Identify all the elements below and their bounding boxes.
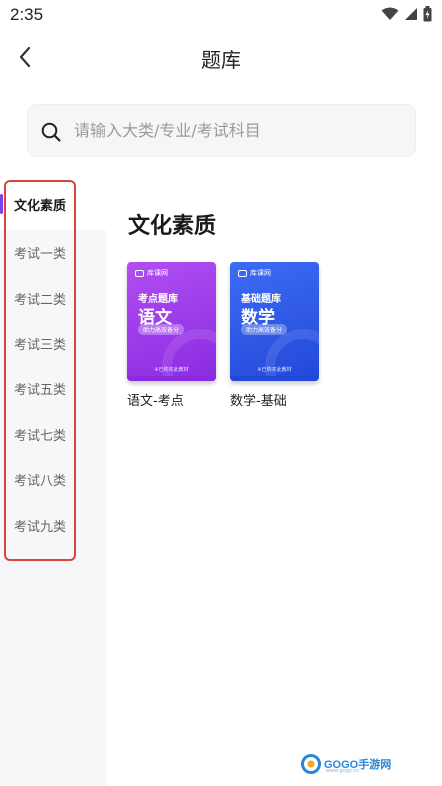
chevron-left-icon [19, 46, 31, 68]
book-card-yuwen[interactable]: 库课网 考点题库 语文 助力高效备分 ※已购买此教材 语文-考点 [127, 262, 217, 409]
sidebar-item-kaoshi-5[interactable]: 考试五类 [0, 366, 80, 410]
page-title: 题库 [201, 48, 241, 72]
cover-decoration [162, 329, 216, 381]
sidebar-item-kaoshi-9[interactable]: 考试九类 [0, 503, 80, 547]
back-button[interactable] [10, 42, 40, 72]
cover-subject: 语文 [138, 308, 172, 328]
sidebar-item-label: 考试一类 [13, 246, 66, 262]
sidebar-item-label: 文化素质 [13, 198, 66, 214]
cover-tagline: 助力高效备分 [241, 324, 288, 335]
watermark-icon [301, 754, 321, 774]
battery-icon [423, 6, 432, 22]
book-label: 语文-考点 [127, 394, 184, 409]
cover-category: 考点题库 [138, 294, 178, 305]
cover-decoration [265, 329, 319, 381]
cover-footer: ※已购买此教材 [257, 367, 292, 373]
sidebar-item-label: 考试三类 [13, 337, 66, 353]
signal-icon [405, 8, 417, 20]
wifi-icon [381, 7, 399, 20]
cover-spine [127, 376, 216, 381]
brand-logo-icon [238, 269, 247, 277]
sidebar-item-label: 考试五类 [13, 382, 66, 398]
sidebar-item-label: 考试七类 [13, 428, 66, 444]
sidebar-item-kaoshi-2[interactable]: 考试二类 [0, 276, 80, 320]
sidebar-item-label: 考试九类 [13, 519, 66, 535]
sidebar [0, 230, 106, 786]
cover-category: 基础题库 [241, 294, 281, 305]
book-cover: 库课网 考点题库 语文 助力高效备分 ※已购买此教材 [127, 262, 216, 381]
search-input[interactable] [74, 105, 404, 156]
sidebar-item-label: 考试二类 [13, 292, 66, 308]
status-icons [381, 6, 432, 22]
book-card-shuxue[interactable]: 库课网 基础题库 数学 助力高效备分 ※已购买此教材 数学-基础 [230, 262, 320, 409]
cover-spine [230, 376, 319, 381]
cover-brand: 库课网 [135, 268, 168, 278]
sidebar-item-kaoshi-7[interactable]: 考试七类 [0, 412, 80, 456]
cover-brand: 库课网 [238, 268, 271, 278]
cover-footer: ※已购买此教材 [154, 367, 189, 373]
sidebar-item-label: 考试八类 [13, 473, 66, 489]
search-icon [41, 122, 61, 142]
section-title: 文化素质 [128, 214, 217, 239]
status-time: 2:35 [10, 5, 44, 24]
sidebar-active-indicator [0, 194, 3, 214]
brand-logo-icon [135, 269, 144, 277]
status-bar: 2:35 [0, 0, 442, 30]
sidebar-item-wenhua-suzhi[interactable]: 文化素质 [0, 182, 80, 226]
sidebar-item-kaoshi-1[interactable]: 考试一类 [0, 230, 80, 274]
watermark-logo: GOGO手游网 www.gogo.cn [300, 754, 391, 774]
watermark-subtext: www.gogo.cn [326, 768, 360, 774]
nav-bar: 题库 [0, 30, 442, 85]
search-box[interactable] [27, 104, 416, 157]
cover-tagline: 助力高效备分 [138, 324, 185, 335]
sidebar-item-kaoshi-3[interactable]: 考试三类 [0, 321, 80, 365]
book-label: 数学-基础 [230, 394, 287, 409]
watermark-text: GOGO手游网 [324, 759, 392, 771]
cover-subject: 数学 [241, 308, 275, 328]
book-cover: 库课网 基础题库 数学 助力高效备分 ※已购买此教材 [230, 262, 319, 381]
sidebar-item-kaoshi-8[interactable]: 考试八类 [0, 457, 80, 501]
